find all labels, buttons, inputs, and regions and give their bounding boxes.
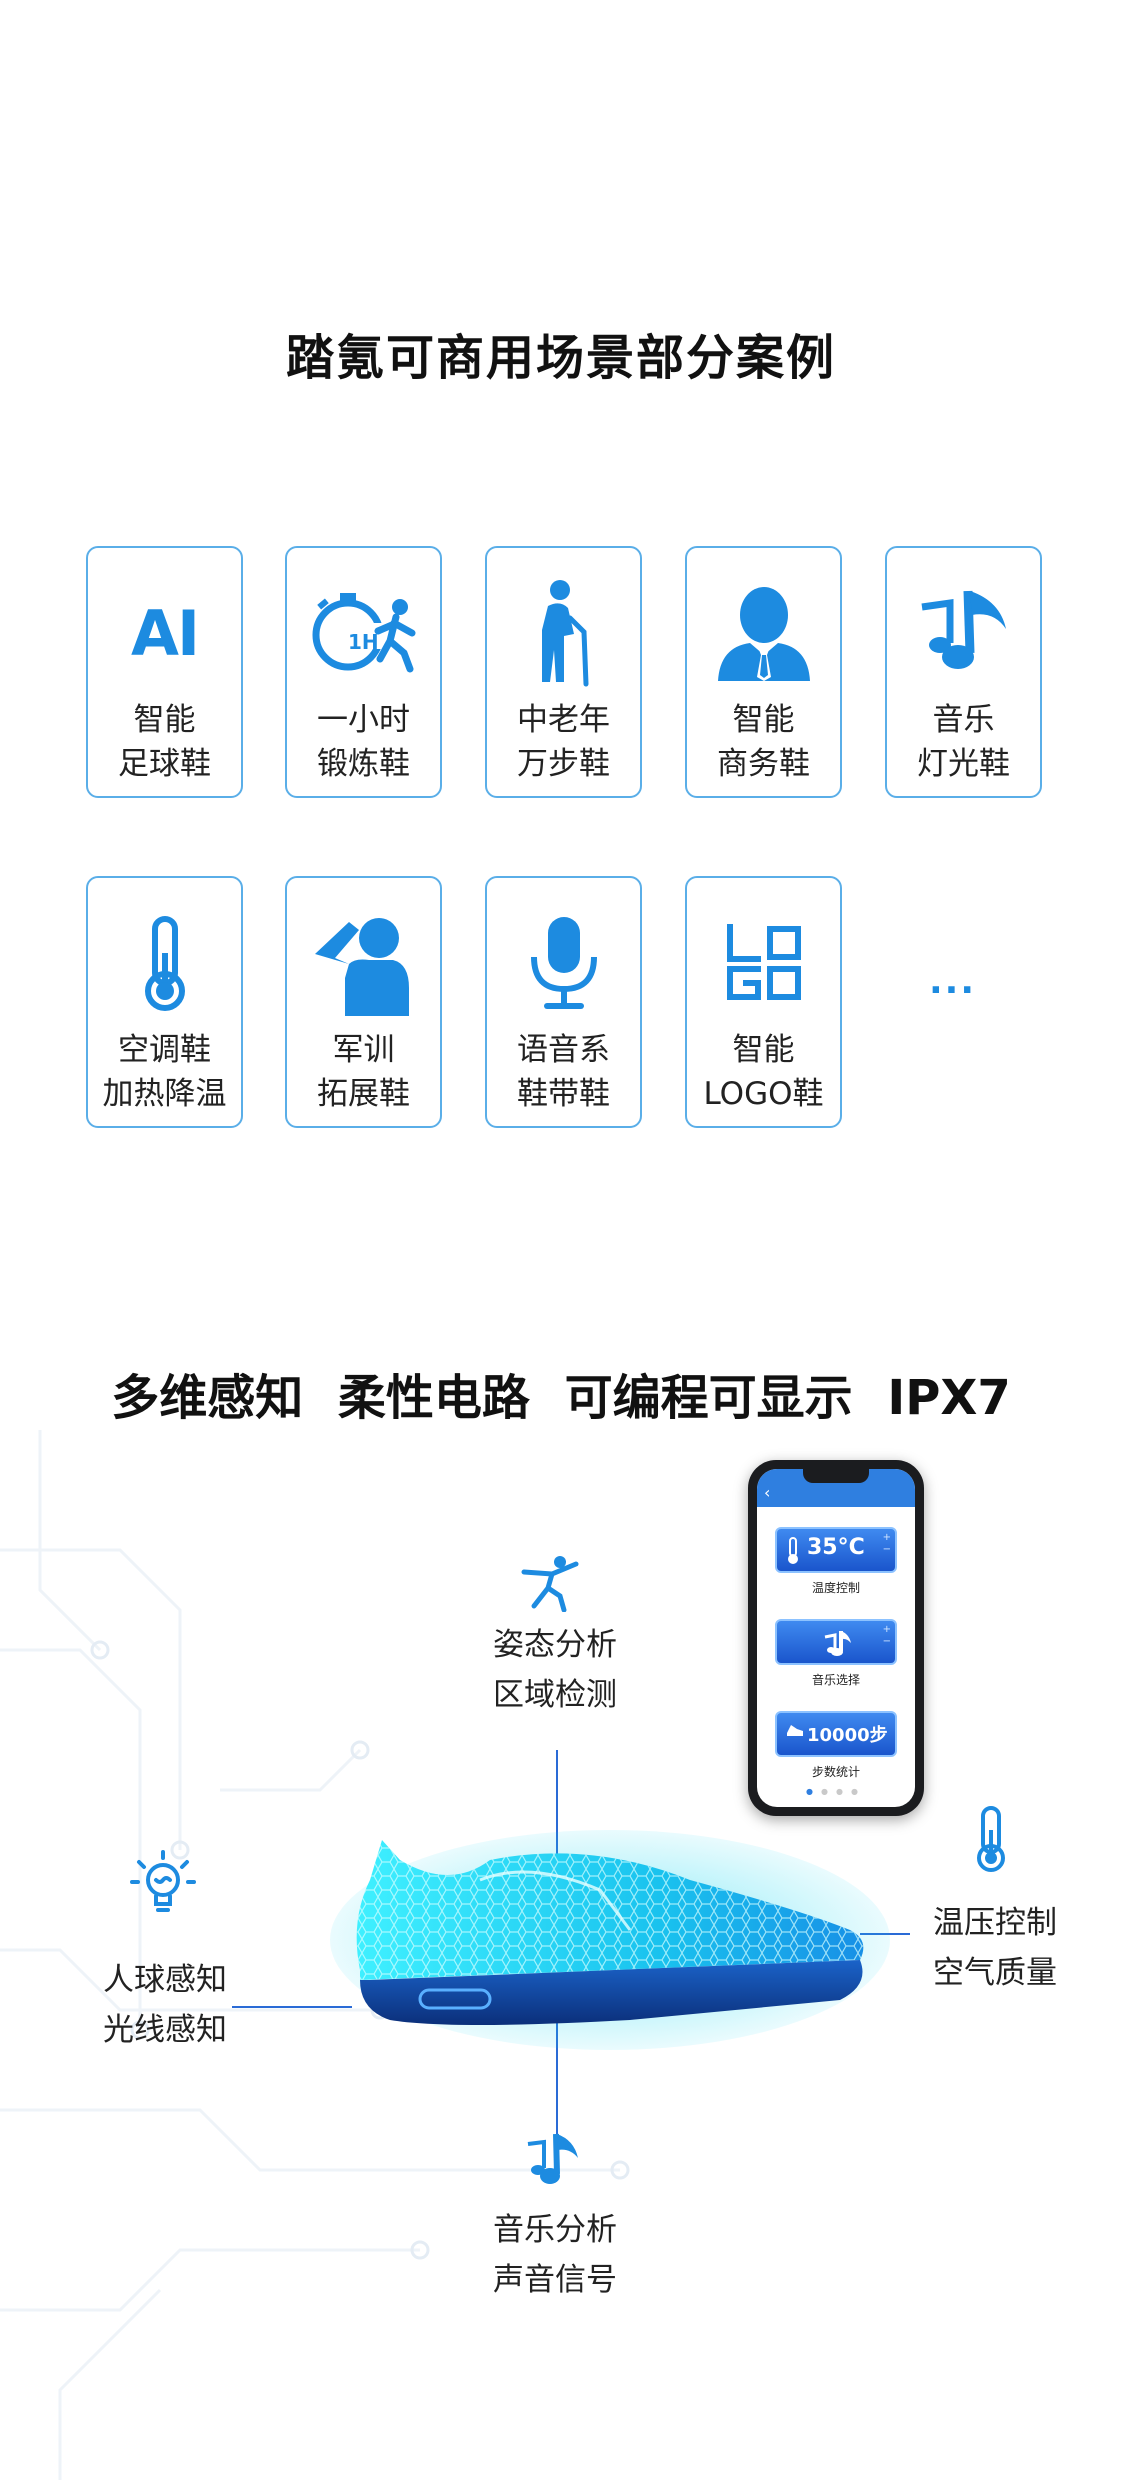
card-voice-lace-shoe[interactable]: 语音系鞋带鞋 — [485, 876, 642, 1128]
stopwatch-runner-icon: 1H — [287, 578, 440, 688]
card-air-conditioning-shoe[interactable]: 空调鞋加热降温 — [86, 876, 243, 1128]
shoe-icon — [787, 1725, 803, 1736]
feature-line2: 区域检测 — [493, 1677, 617, 1713]
card-label-line2: LOGO鞋 — [703, 1076, 824, 1112]
logo-letters-icon — [687, 908, 840, 1018]
card-label-line1: 智能 — [732, 702, 795, 738]
back-icon[interactable]: ‹ — [764, 1483, 771, 1502]
card-label-line2: 锻炼鞋 — [317, 746, 410, 782]
music-notes-icon — [527, 2133, 578, 2184]
feature-line2: 空气质量 — [933, 1955, 1057, 1991]
business-person-icon — [687, 578, 840, 688]
card-label-line1: 空调鞋 — [118, 1032, 211, 1068]
circuit-background — [0, 1430, 630, 2480]
card-label-line1: 中老年 — [517, 702, 610, 738]
card-one-hour-exercise-shoe[interactable]: 1H 一小时锻炼鞋 — [285, 546, 442, 798]
feature-left-label: 人球感知 光线感知 — [60, 1955, 270, 2055]
card-military-training-shoe[interactable]: 军训拓展鞋 — [285, 876, 442, 1128]
card-smart-logo-shoe[interactable]: 智能 LOGO鞋 — [685, 876, 842, 1128]
smartphone-mockup: ‹ 35°C +− 温度控制 +− 音乐选择 — [748, 1460, 924, 1816]
connector-bottom — [556, 2010, 558, 2140]
stepper[interactable]: +− — [882, 1532, 891, 1555]
connector-left — [232, 2006, 352, 2008]
feature-bottom-label: 音乐分析 声音信号 — [450, 2205, 660, 2305]
feature-line2: 声音信号 — [493, 2262, 617, 2298]
smart-shoe-illustration — [330, 1830, 890, 2050]
music-note-icon — [887, 578, 1040, 688]
module-caption: 温度控制 — [811, 1581, 860, 1595]
feature-line1: 温压控制 — [933, 1905, 1057, 1941]
feature-line2: 光线感知 — [103, 2012, 227, 2048]
card-label-line2: 加热降温 — [102, 1076, 227, 1112]
section-title-cases: 踏氪可商用场景部分案例 — [285, 330, 836, 386]
feature-top-label: 姿态分析 区域检测 — [450, 1620, 660, 1720]
thermometer-icon — [977, 1806, 1005, 1872]
card-label-line2: 鞋带鞋 — [517, 1076, 610, 1112]
card-music-light-shoe[interactable]: 音乐灯光鞋 — [885, 546, 1042, 798]
module-caption: 音乐选择 — [811, 1673, 860, 1687]
card-senior-step-shoe[interactable]: 中老年万步鞋 — [485, 546, 642, 798]
card-label-line1: 语音系 — [517, 1032, 610, 1068]
card-label-line1: 军训 — [332, 1032, 395, 1068]
elderly-cane-icon — [487, 578, 640, 688]
card-label-line2: 万步鞋 — [517, 746, 610, 782]
card-label-line2: 拓展鞋 — [317, 1076, 410, 1112]
feature-line1: 音乐分析 — [493, 2212, 617, 2248]
phone-screen: ‹ 35°C +− 温度控制 +− 音乐选择 — [757, 1469, 915, 1807]
phone-notch — [803, 1469, 869, 1483]
temperature-module[interactable]: 35°C +− — [775, 1527, 897, 1573]
module-caption: 步数统计 — [811, 1765, 860, 1779]
microphone-icon — [487, 908, 640, 1018]
step-count-module[interactable]: 10000步 — [775, 1711, 897, 1757]
temperature-value: 35°C — [807, 1535, 865, 1560]
thermometer-icon — [788, 1537, 798, 1564]
music-module[interactable]: +− — [775, 1619, 897, 1665]
thermometer-icon — [88, 908, 241, 1018]
card-label-line2: 灯光鞋 — [917, 746, 1010, 782]
salute-soldier-icon — [287, 908, 440, 1018]
feature-line1: 人球感知 — [103, 1962, 227, 1998]
lightbulb-icon — [130, 1850, 196, 1912]
step-count-value: 10000步 — [807, 1725, 888, 1746]
page-indicator: ●●●● — [806, 1787, 866, 1796]
music-note-icon — [824, 1631, 851, 1656]
card-label-line1: 音乐 — [932, 702, 995, 738]
card-label-line1: 一小时 — [317, 702, 410, 738]
card-smart-business-shoe[interactable]: 智能商务鞋 — [685, 546, 842, 798]
card-label-line2: 足球鞋 — [118, 746, 211, 782]
card-label-line1: 智能 — [732, 1032, 795, 1068]
feature-line1: 姿态分析 — [493, 1627, 617, 1663]
section-title-features: 多维感知 柔性电路 可编程可显示 IPX7 — [111, 1370, 1011, 1426]
stepper[interactable]: +− — [882, 1624, 891, 1647]
card-smart-football-shoe[interactable]: AI 智能足球鞋 — [86, 546, 243, 798]
pose-figure-icon — [521, 1556, 579, 1612]
card-label-line1: 智能 — [133, 702, 196, 738]
feature-right-label: 温压控制 空气质量 — [890, 1898, 1100, 1998]
more-ellipsis: ··· — [928, 970, 977, 1011]
card-label-line2: 商务鞋 — [717, 746, 810, 782]
svg-text:1H: 1H — [348, 630, 379, 654]
ai-text-icon: AI — [130, 596, 200, 670]
